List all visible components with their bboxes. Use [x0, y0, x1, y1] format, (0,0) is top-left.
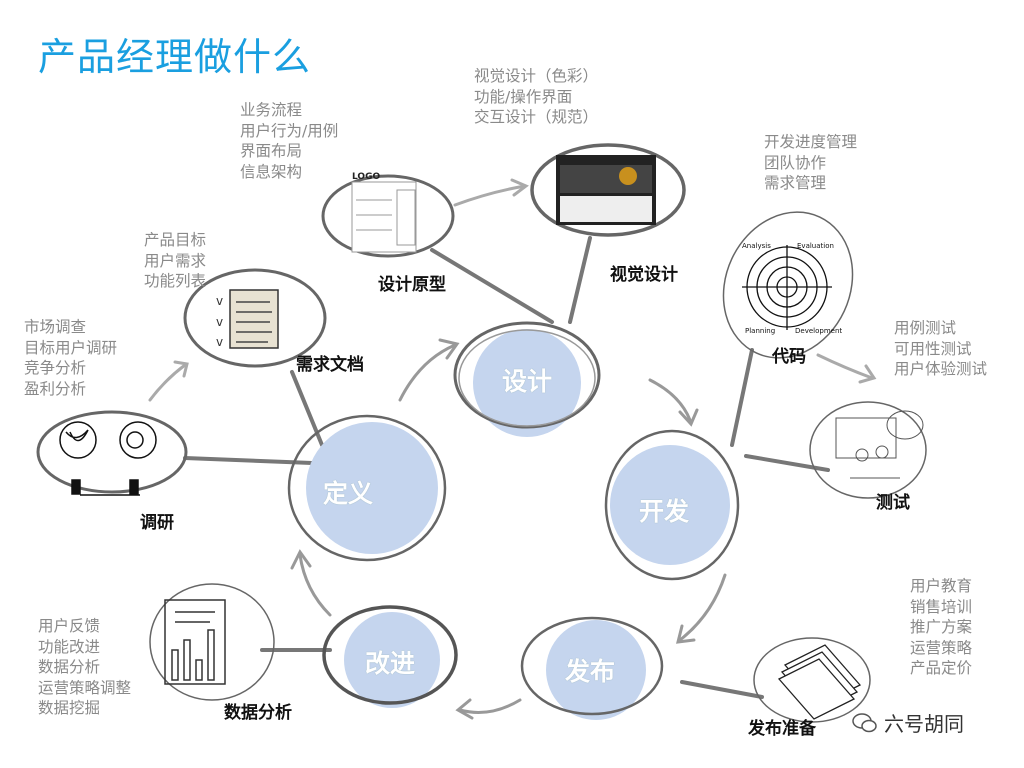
node-develop: 开发 — [638, 497, 690, 526]
line-requirements — [290, 370, 324, 447]
research-sketch-image — [59, 421, 157, 496]
data-items: 用户反馈功能改进数据分析运营策略调整数据挖掘 — [38, 617, 132, 717]
label-requirements: 需求文档 — [296, 355, 364, 375]
page-title: 产品经理做什么 — [38, 35, 312, 79]
line-testing — [744, 454, 830, 472]
label-code: 代码 — [772, 347, 806, 367]
watermark: 六号胡同 — [852, 708, 964, 737]
testing-items: 用例测试可用性测试用户体验测试 — [894, 319, 988, 378]
spiral-model-image — [742, 245, 832, 330]
release-docs-sketch-image — [777, 644, 862, 720]
label-data: 数据分析 — [224, 703, 292, 723]
visual-design-screenshot — [556, 155, 656, 225]
svg-text:v: v — [216, 315, 223, 329]
label-prototype: 设计原型 — [378, 275, 446, 295]
line-research — [183, 456, 314, 465]
label-release-prep: 发布准备 — [748, 719, 816, 739]
prototype-items: 业务流程用户行为/用例界面布局信息架构 — [240, 101, 339, 181]
spiral-label: Development — [795, 327, 842, 335]
code-items: 开发进度管理团队协作需求管理 — [764, 133, 858, 192]
spiral-label: Evaluation — [797, 242, 834, 250]
requirements-items: 产品目标用户需求功能列表 — [144, 231, 207, 290]
node-design: 设计 — [501, 367, 553, 396]
line-release-prep — [680, 680, 764, 699]
label-visual: 视觉设计 — [610, 265, 678, 285]
svg-text:v: v — [216, 294, 223, 308]
node-define: 定义 — [322, 479, 374, 508]
cycle-circles — [287, 321, 740, 720]
flow-arrows — [148, 178, 877, 720]
requirements-document-image: vvv — [216, 289, 279, 349]
spiral-label: Planning — [745, 327, 775, 335]
research-items: 市场调查目标用户调研竞争分析盈利分析 — [24, 318, 118, 398]
wechat-icon — [852, 712, 877, 732]
satellite-ellipses — [36, 143, 927, 723]
node-release: 发布 — [564, 657, 616, 686]
data-chart-sketch-image — [164, 599, 226, 685]
logo-text: LOGO — [352, 172, 380, 182]
node-improve: 改进 — [364, 649, 416, 678]
testing-sketch-image — [835, 410, 924, 479]
line-visual — [568, 236, 592, 324]
line-prototype — [430, 248, 554, 324]
label-research: 调研 — [140, 513, 174, 533]
visual-items: 视觉设计（色彩）功能/操作界面交互设计（规范） — [474, 67, 599, 126]
connector-lines — [183, 236, 830, 699]
svg-text:v: v — [216, 335, 223, 349]
line-code — [730, 348, 754, 447]
release-prep-items: 用户教育销售培训推广方案运营策略产品定价 — [910, 577, 973, 677]
label-testing: 测试 — [876, 493, 910, 513]
spiral-label: Analysis — [742, 242, 771, 250]
watermark-text: 六号胡同 — [884, 712, 964, 736]
prototype-wireframe-image — [351, 181, 417, 253]
